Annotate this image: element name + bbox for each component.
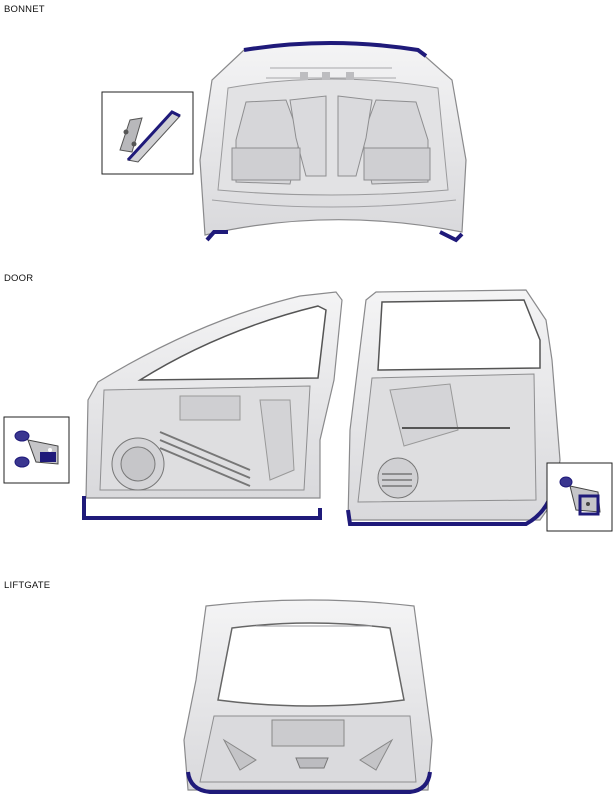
bonnet-rear-left-highlight bbox=[205, 230, 228, 242]
liftgate-bottom-edge-highlight bbox=[186, 771, 432, 794]
rear-door-bracket-inset bbox=[546, 462, 613, 532]
bonnet-illustration bbox=[199, 41, 467, 243]
bonnet-front-edge-highlight bbox=[243, 41, 428, 58]
rear-door-illustration bbox=[346, 289, 561, 526]
door-check-bracket-icon bbox=[559, 476, 601, 516]
liftgate-illustration bbox=[183, 599, 433, 794]
hinge-icon bbox=[119, 110, 181, 163]
section-label-liftgate: LIFTGATE bbox=[4, 580, 51, 591]
front-door-illustration bbox=[82, 291, 343, 520]
section-label-door: DOOR bbox=[4, 273, 34, 284]
bonnet-rear-right-highlight bbox=[439, 230, 464, 243]
section-label-bonnet: BONNET bbox=[4, 4, 45, 15]
bonnet-hinge-inset bbox=[101, 91, 194, 175]
front-door-bracket-inset bbox=[3, 416, 70, 484]
front-door-bottom-edge-highlight bbox=[82, 496, 322, 520]
door-check-bracket-icon bbox=[14, 430, 59, 468]
